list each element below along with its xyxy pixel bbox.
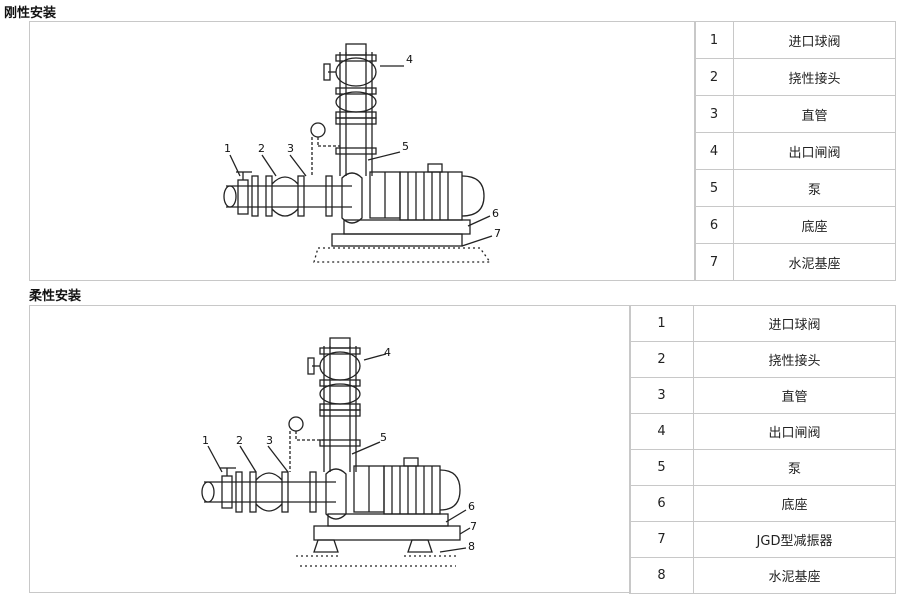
part-number: 7 [629, 521, 694, 558]
part-number: 3 [694, 95, 734, 133]
part-number: 3 [629, 377, 694, 414]
part-number: 4 [694, 132, 734, 170]
part-name: 直管 [733, 95, 896, 133]
part-name: 水泥基座 [733, 243, 896, 281]
part-name: 进口球阀 [693, 305, 896, 342]
section-title-rigid: 刚性安装 [4, 6, 57, 21]
flexible-diagram-panel [29, 305, 631, 593]
part-number: 1 [694, 21, 734, 59]
part-name: 出口闸阀 [693, 413, 896, 450]
part-number: 6 [694, 206, 734, 244]
part-name: 挠性接头 [733, 58, 896, 96]
rigid-diagram-panel [29, 21, 696, 281]
part-name: 泵 [693, 449, 896, 486]
section-title-flexible: 柔性安装 [29, 289, 82, 304]
part-number: 1 [629, 305, 694, 342]
part-number: 2 [629, 341, 694, 378]
part-number: 6 [629, 485, 694, 522]
part-name: 直管 [693, 377, 896, 414]
part-number: 7 [694, 243, 734, 281]
part-name: 出口闸阀 [733, 132, 896, 170]
part-number: 5 [629, 449, 694, 486]
part-name: JGD型减振器 [693, 521, 896, 558]
part-name: 进口球阀 [733, 21, 896, 59]
part-name: 水泥基座 [693, 557, 896, 594]
part-name: 泵 [733, 169, 896, 207]
part-name: 底座 [733, 206, 896, 244]
part-number: 5 [694, 169, 734, 207]
part-name: 底座 [693, 485, 896, 522]
part-number: 4 [629, 413, 694, 450]
part-number: 2 [694, 58, 734, 96]
part-number: 8 [629, 557, 694, 594]
part-name: 挠性接头 [693, 341, 896, 378]
